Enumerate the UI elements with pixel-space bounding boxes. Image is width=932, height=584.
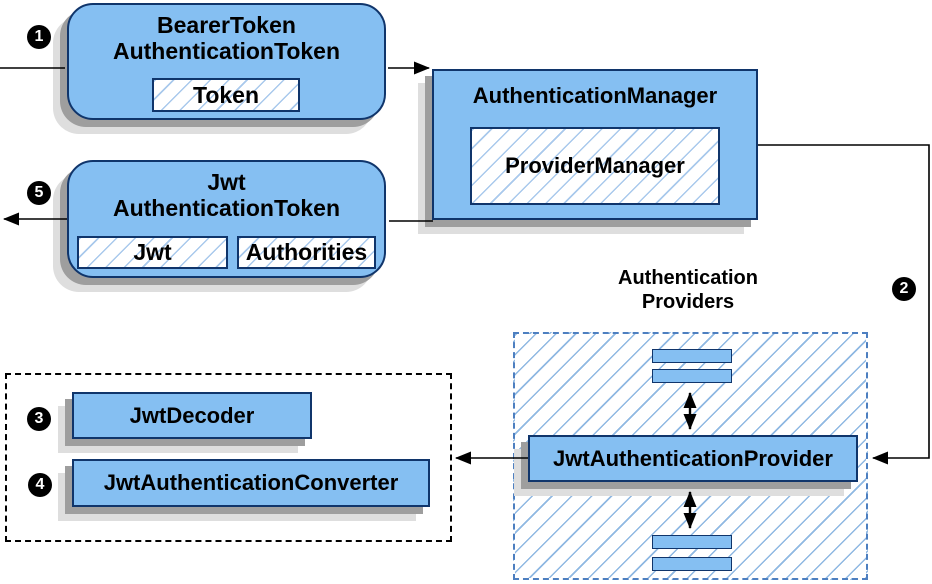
step-2-badge: 2 [892, 277, 916, 301]
jwt-token-title-line1: Jwt [207, 169, 246, 195]
provider-manager-label: ProviderManager [505, 153, 685, 178]
provider-placeholder-bar [652, 557, 732, 571]
jwt-authentication-converter-title: JwtAuthenticationConverter [103, 470, 399, 495]
step-3-badge: 3 [27, 407, 51, 431]
provider-placeholder-bar [652, 369, 732, 383]
authorities-field-label: Authorities [245, 239, 368, 265]
step-4-badge: 4 [28, 473, 52, 497]
authorities-field: Authorities [237, 236, 376, 269]
jwt-field-label: Jwt [133, 239, 172, 265]
provider-placeholder-bar [652, 535, 732, 549]
jwt-decoder-title: JwtDecoder [129, 402, 255, 428]
token-field: Token [152, 78, 300, 112]
step-5-badge: 5 [27, 181, 51, 205]
provider-placeholder-bar [652, 349, 732, 363]
provider-manager-box: ProviderManager [470, 127, 720, 205]
bearer-token-title-line2: AuthenticationToken [112, 38, 340, 64]
authentication-providers-label-line2: Providers [641, 291, 735, 313]
authentication-providers-label-line1: Authentication [618, 267, 758, 289]
jwt-token-title-line2: AuthenticationToken [112, 195, 340, 221]
step-1-badge: 1 [27, 25, 51, 49]
authentication-manager-node: AuthenticationManager ProviderManager [432, 69, 758, 220]
jwt-authentication-provider-title: JwtAuthenticationProvider [553, 445, 833, 471]
jwt-field: Jwt [77, 236, 228, 269]
jwt-authentication-provider-node: JwtAuthenticationProvider [528, 435, 858, 482]
authentication-providers-label: Authentication Providers [568, 266, 808, 314]
jwt-authentication-token-node: Jwt AuthenticationToken Jwt Authorities [67, 160, 386, 278]
bearer-token-authentication-token-node: BearerToken AuthenticationToken Token [67, 3, 386, 120]
jwt-authentication-converter-node: JwtAuthenticationConverter [72, 459, 430, 507]
bearer-token-title-line1: BearerToken [157, 12, 296, 38]
jwt-decoder-node: JwtDecoder [72, 392, 312, 439]
authentication-manager-title: AuthenticationManager [472, 83, 718, 108]
token-field-label: Token [192, 81, 260, 108]
